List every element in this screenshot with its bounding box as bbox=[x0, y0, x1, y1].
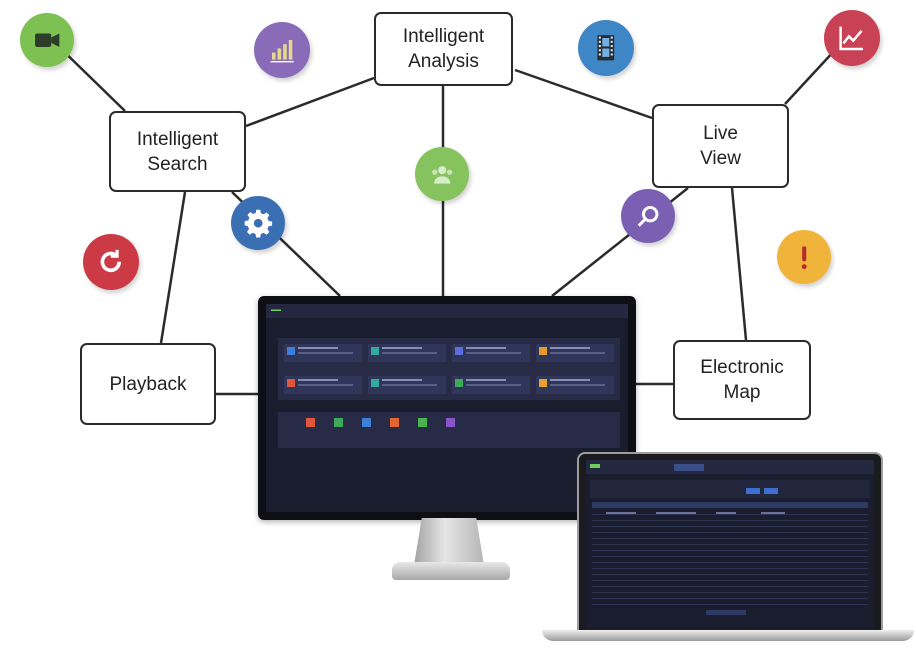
laptop-screen-logo bbox=[590, 464, 600, 468]
laptop-table-header bbox=[592, 502, 868, 508]
monitor-tile bbox=[536, 376, 614, 394]
laptop-table-row bbox=[592, 574, 868, 575]
laptop-table-row bbox=[592, 592, 868, 593]
refresh-icon bbox=[83, 234, 139, 290]
monitor-app-icon bbox=[362, 418, 371, 427]
monitor-app-icon bbox=[334, 418, 343, 427]
laptop-table-row bbox=[592, 568, 868, 569]
laptop-table-row bbox=[592, 562, 868, 563]
laptop-table-row bbox=[592, 556, 868, 557]
laptop-base bbox=[542, 630, 914, 641]
laptop-table-row bbox=[592, 586, 868, 587]
laptop-table-row bbox=[592, 520, 868, 521]
intelligent-search-line1: Intelligent bbox=[136, 128, 219, 150]
intelligent-analysis-line1: Intelligent bbox=[402, 26, 485, 47]
laptop-table-row bbox=[592, 532, 868, 533]
laptop-filter-bar bbox=[590, 480, 870, 498]
playback-box: Playback bbox=[80, 343, 216, 425]
monitor-screen-header bbox=[266, 304, 628, 318]
video-camera-icon bbox=[20, 13, 74, 67]
electronic-map-line2: Map bbox=[723, 382, 761, 403]
laptop-table-column bbox=[656, 512, 696, 514]
monitor-tile bbox=[536, 344, 614, 362]
laptop-table-row bbox=[592, 544, 868, 545]
monitor-tile bbox=[368, 344, 446, 362]
laptop-table-column bbox=[716, 512, 736, 514]
monitor-tile bbox=[452, 344, 530, 362]
live-view-line1: Live bbox=[703, 123, 738, 144]
gear-icon bbox=[231, 196, 285, 250]
people-icon bbox=[415, 147, 469, 201]
laptop-table-row bbox=[592, 538, 868, 539]
monitor-app-icon bbox=[446, 418, 455, 427]
laptop-reset-button bbox=[764, 488, 778, 494]
bar-chart-icon bbox=[254, 22, 310, 78]
laptop-table-row bbox=[592, 580, 868, 581]
intelligent-search-line2: Search bbox=[147, 153, 208, 175]
film-icon bbox=[578, 20, 634, 76]
monitor-app-icon bbox=[418, 418, 427, 427]
monitor-tile bbox=[452, 376, 530, 394]
laptop-search-button bbox=[746, 488, 760, 494]
laptop-table-column bbox=[606, 512, 636, 514]
laptop-table-row bbox=[592, 514, 868, 515]
laptop-table-row bbox=[592, 526, 868, 527]
monitor-stand bbox=[413, 518, 485, 566]
monitor-screen: ▬▬ bbox=[266, 304, 628, 512]
intelligent-analysis-line2: Analysis bbox=[408, 51, 479, 72]
laptop-table-column bbox=[761, 512, 785, 514]
monitor-tile bbox=[284, 344, 362, 362]
laptop-screen bbox=[586, 460, 874, 628]
desktop-monitor: ▬▬ bbox=[258, 296, 636, 520]
laptop-table-row bbox=[592, 604, 868, 605]
monitor-app-icon bbox=[306, 418, 315, 427]
laptop-table-row bbox=[592, 550, 868, 551]
monitor-tile bbox=[284, 376, 362, 394]
monitor-tile bbox=[368, 376, 446, 394]
laptop-active-tab bbox=[674, 464, 704, 471]
monitor-stand-base bbox=[392, 562, 510, 580]
playback-line1: Playback bbox=[109, 373, 187, 395]
magnifier-icon bbox=[621, 189, 675, 243]
laptop-screen-header bbox=[586, 460, 874, 474]
line-chart-icon bbox=[824, 10, 880, 66]
electronic-map-line1: Electronic bbox=[700, 357, 784, 378]
laptop-pagination bbox=[706, 610, 746, 615]
laptop-table-row bbox=[592, 598, 868, 599]
monitor-app-icon bbox=[390, 418, 399, 427]
monitor-screen-logo: ▬▬ bbox=[271, 307, 281, 313]
live-view-line2: View bbox=[700, 148, 741, 169]
alert-icon bbox=[777, 230, 831, 284]
